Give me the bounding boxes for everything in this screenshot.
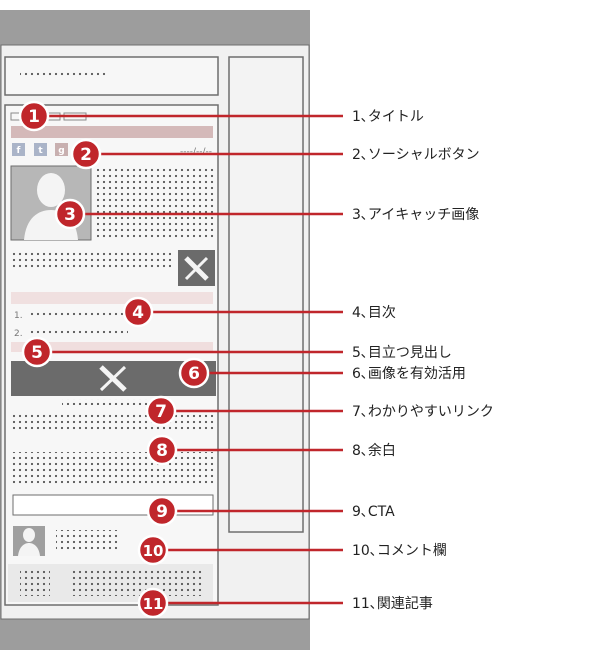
body-text-dots	[11, 412, 216, 432]
badge-number: 7	[155, 402, 167, 422]
callout-badge: 8	[146, 434, 178, 466]
callout-label: 1､タイトル	[352, 109, 424, 125]
callout-label: 10､コメント欄	[352, 543, 447, 559]
callout-badge: 6	[178, 357, 210, 389]
callout-label: 7､わかりやすいリンク	[352, 404, 494, 420]
badge-number: 10	[143, 542, 164, 560]
related-posts	[8, 564, 213, 602]
callout-label: 6､画像を有効活用	[352, 366, 466, 382]
social-buttons: f t g	[12, 143, 68, 156]
person-silhouette-icon	[18, 528, 40, 556]
post-date: ----/--/--	[180, 147, 212, 157]
callout-label: 2､ソーシャルボタン	[352, 147, 480, 163]
googleplus-glyph: g	[58, 146, 64, 156]
callout-badge: 7	[145, 395, 177, 427]
intro-text-dots	[97, 168, 215, 238]
badge-number: 8	[156, 441, 168, 461]
callout-badge: 9	[146, 495, 178, 527]
callout-label: 11､関連記事	[352, 595, 433, 612]
header-text-dots	[20, 70, 108, 78]
body-text-dots	[11, 452, 216, 484]
facebook-glyph: f	[17, 146, 21, 156]
comment-area	[13, 526, 118, 556]
badge-number: 4	[132, 303, 144, 323]
title-bar	[11, 126, 213, 138]
lead-text-dots	[11, 250, 171, 270]
comment-text-dots	[56, 530, 118, 550]
callout-label: 9､CTA	[352, 504, 395, 520]
toc-number: 1.	[14, 311, 23, 321]
badge-number: 5	[31, 343, 43, 363]
callout-label: 5､目立つ見出し	[352, 345, 452, 361]
callout-label: 4､目次	[352, 305, 396, 321]
sidebar	[228, 56, 304, 533]
callout-badge: 10	[137, 534, 169, 566]
badge-number: 2	[80, 145, 92, 165]
callout-label: 8､余白	[352, 442, 396, 459]
highlighted-heading	[11, 342, 213, 352]
toc-item-dots	[28, 330, 128, 336]
badge-number: 11	[143, 595, 164, 613]
twitter-glyph: t	[38, 146, 43, 156]
toc-heading-bar	[11, 292, 213, 304]
related-post-dots	[20, 570, 50, 596]
badge-number: 9	[156, 502, 168, 522]
toc-item-dots	[28, 312, 128, 318]
callout-label: 3､アイキャッチ画像	[352, 207, 479, 223]
twitter-icon	[34, 143, 47, 156]
header-box	[4, 56, 219, 96]
callout-badge: 4	[122, 296, 154, 328]
badge-number: 6	[188, 364, 200, 384]
googleplus-icon	[55, 143, 68, 156]
badge-number: 1	[28, 107, 40, 127]
related-post-dots	[72, 570, 202, 596]
callout-badge: 2	[70, 138, 102, 170]
callout-lines	[34, 114, 343, 605]
pencil-ruler-icon	[178, 250, 215, 286]
callout-badge: 1	[18, 100, 50, 132]
facebook-icon	[12, 143, 25, 156]
callout-labels: 1､タイトル 2､ソーシャルボタン 3､アイキャッチ画像 4､目次 5､目立つ見…	[352, 109, 494, 612]
badge-number: 3	[64, 205, 76, 225]
callout-badge: 3	[54, 198, 86, 230]
callout-badge: 5	[21, 336, 53, 368]
toc-number: 2.	[14, 329, 23, 339]
callout-badge: 11	[137, 587, 169, 619]
table-of-contents: 1. 2.	[11, 292, 213, 339]
callout-badges: 1 2 3 4 5 6 7 8	[18, 100, 210, 619]
pencil-ruler-icon	[99, 365, 127, 392]
link-text-dots	[62, 399, 147, 405]
